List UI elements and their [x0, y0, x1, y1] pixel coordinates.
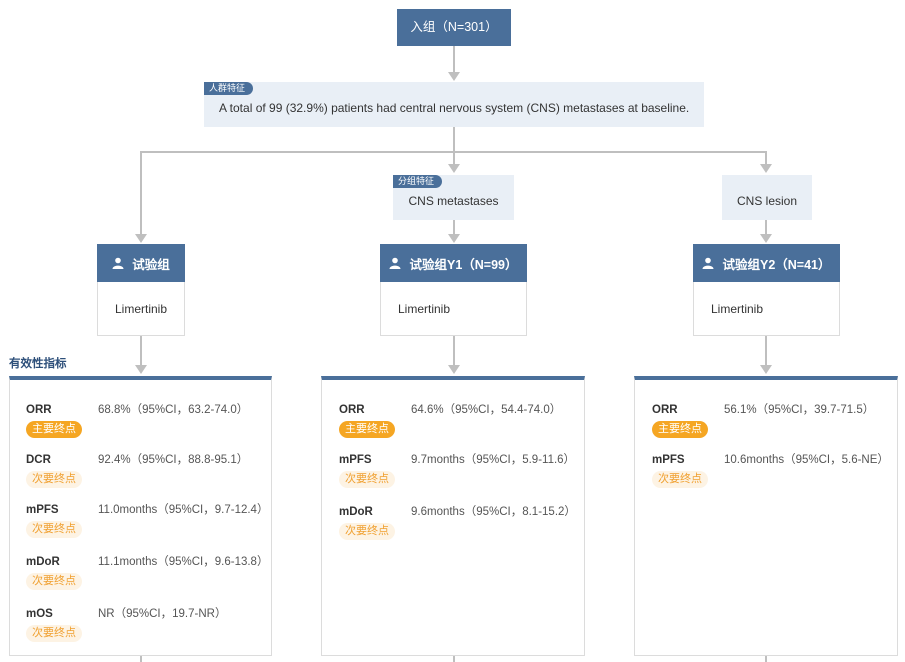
metric-value: 9.7months（95%CI，5.9-11.6） — [411, 454, 576, 466]
secondary-endpoint-badge: 次要终点 — [26, 573, 82, 590]
subgroup-box-cns-lesion: CNS lesion — [722, 175, 812, 220]
metric-name: mDoR — [26, 556, 60, 568]
secondary-endpoint-badge: 次要终点 — [652, 471, 708, 488]
subgroup-label: CNS metastases — [408, 194, 499, 208]
connector — [140, 336, 142, 366]
metric-name: mPFS — [26, 504, 59, 516]
population-box: 人群特征 A total of 99 (32.9%) patients had … — [204, 82, 704, 127]
efficacy-card-0: ORR 主要终点 68.8%（95%CI，63.2-74.0） DCR 次要终点… — [9, 376, 272, 656]
user-icon — [389, 257, 401, 269]
connector — [453, 220, 455, 235]
connector — [453, 151, 455, 164]
subgroup-box-cns-metastases: 分组特征 CNS metastases — [393, 175, 514, 220]
subgroup-tag: 分组特征 — [393, 175, 443, 188]
group-title: 试验组Y1（N=99） — [409, 257, 518, 272]
population-tag: 人群特征 — [204, 82, 254, 95]
user-icon — [112, 257, 124, 269]
metric-name: mDoR — [339, 506, 373, 518]
metric-value: 9.6months（95%CI，8.1-15.2） — [411, 506, 576, 518]
metric-name: ORR — [652, 404, 678, 416]
group-title: 试验组 — [132, 257, 170, 272]
group-header: 试验组Y2（N=41） — [693, 244, 840, 282]
group-drug: Limertinib — [693, 282, 840, 336]
metric-value: 92.4%（95%CI，88.8-95.1） — [98, 454, 249, 466]
metric-value: 64.6%（95%CI，54.4-74.0） — [411, 404, 562, 416]
arrow — [760, 365, 772, 374]
primary-endpoint-badge: 主要终点 — [339, 421, 395, 438]
connector — [765, 336, 767, 366]
connector — [453, 127, 455, 152]
efficacy-card-2: ORR 主要终点 56.1%（95%CI，39.7-71.5） mPFS 次要终… — [634, 376, 898, 656]
connector — [453, 46, 455, 72]
connector — [140, 151, 142, 235]
metric-name: ORR — [26, 404, 52, 416]
group-drug: Limertinib — [380, 282, 527, 336]
connector — [765, 656, 767, 662]
arrow — [760, 234, 772, 243]
metric-value: 11.1months（95%CI，9.6-13.8） — [98, 556, 269, 568]
metric-name: mOS — [26, 608, 53, 620]
secondary-endpoint-badge: 次要终点 — [26, 521, 82, 538]
group-card-2: 试验组Y2（N=41） Limertinib — [693, 244, 840, 336]
connector — [765, 220, 767, 235]
group-title: 试验组Y2（N=41） — [722, 257, 831, 272]
secondary-endpoint-badge: 次要终点 — [339, 471, 395, 488]
arrow — [448, 72, 460, 81]
primary-endpoint-badge: 主要终点 — [652, 421, 708, 438]
metric-name: ORR — [339, 404, 365, 416]
metric-name: mPFS — [339, 454, 372, 466]
group-header: 试验组Y1（N=99） — [380, 244, 527, 282]
efficacy-card-1: ORR 主要终点 64.6%（95%CI，54.4-74.0） mPFS 次要终… — [321, 376, 585, 656]
connector — [765, 151, 767, 164]
primary-endpoint-badge: 主要终点 — [26, 421, 82, 438]
arrow — [448, 365, 460, 374]
enrollment-box: 入组（N=301） — [397, 9, 511, 46]
metric-value: 68.8%（95%CI，63.2-74.0） — [98, 404, 249, 416]
arrow — [135, 365, 147, 374]
group-card-0: 试验组 Limertinib — [97, 244, 185, 336]
group-card-1: 试验组Y1（N=99） Limertinib — [380, 244, 527, 336]
arrow — [760, 164, 772, 173]
efficacy-section-title: 有效性指标 — [9, 358, 67, 370]
group-header: 试验组 — [97, 244, 185, 282]
arrow — [448, 234, 460, 243]
metric-value: 10.6months（95%CI，5.6-NE） — [724, 454, 889, 466]
connector — [140, 656, 142, 662]
group-drug: Limertinib — [97, 282, 185, 336]
metric-value: 11.0months（95%CI，9.7-12.4） — [98, 504, 269, 516]
subgroup-label: CNS lesion — [736, 194, 798, 208]
arrow — [135, 234, 147, 243]
metric-name: DCR — [26, 454, 51, 466]
user-icon — [702, 257, 714, 269]
connector — [453, 656, 455, 662]
metric-value: NR（95%CI，19.7-NR） — [98, 608, 227, 620]
metric-value: 56.1%（95%CI，39.7-71.5） — [724, 404, 875, 416]
metric-name: mPFS — [652, 454, 685, 466]
secondary-endpoint-badge: 次要终点 — [339, 523, 395, 540]
arrow — [448, 164, 460, 173]
population-text: A total of 99 (32.9%) patients had centr… — [219, 101, 690, 115]
secondary-endpoint-badge: 次要终点 — [26, 625, 82, 642]
connector — [453, 336, 455, 366]
secondary-endpoint-badge: 次要终点 — [26, 471, 82, 488]
